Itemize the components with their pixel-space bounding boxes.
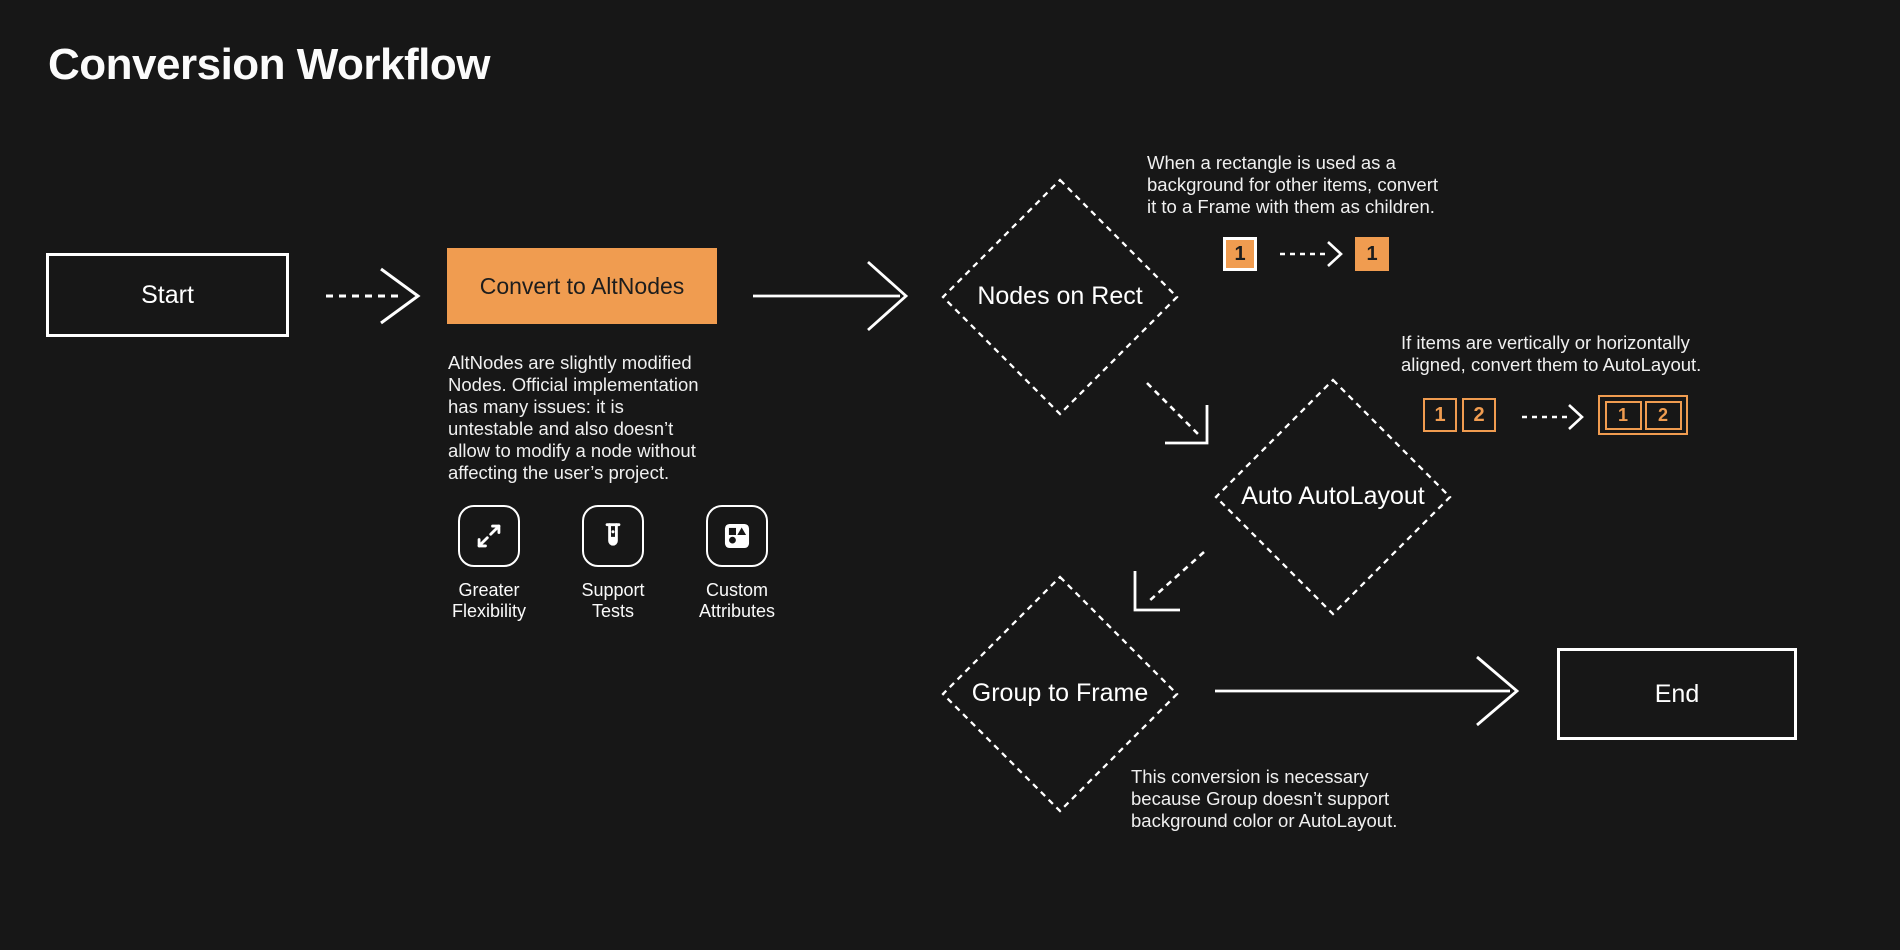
item-2-square: 2	[1462, 398, 1496, 432]
test-tube-icon	[582, 505, 644, 567]
rect-before-square: 1	[1223, 237, 1257, 271]
autolayout-item-1: 1	[1604, 400, 1642, 430]
start-node-label: Start	[141, 280, 194, 309]
feature-label: Custom Attributes	[698, 580, 776, 621]
convert-to-altnodes-node[interactable]: Convert to AltNodes	[447, 248, 717, 324]
feature-custom-attributes: Custom Attributes	[689, 505, 785, 622]
mini-arrow-items-to-autolayout	[1522, 404, 1584, 430]
feature-label: Greater Flexibility	[451, 580, 526, 621]
arrow-convert-to-nodes-on-rect	[753, 260, 909, 332]
autolayout-container: 1 2	[1598, 395, 1688, 435]
feature-support-tests: Support Tests	[565, 505, 661, 622]
frame-after-square: 1	[1355, 237, 1389, 271]
item-1-square: 1	[1423, 398, 1457, 432]
diamond-nodes-on-rect[interactable]	[941, 178, 1179, 416]
convert-node-label: Convert to AltNodes	[479, 272, 685, 299]
altnodes-note: AltNodes are slightly modified Nodes. Of…	[448, 352, 699, 483]
mini-arrow-rect-to-frame	[1280, 241, 1343, 267]
autolayout-item-2: 2	[1644, 400, 1682, 430]
group-to-frame-note: This conversion is necessary because Gro…	[1131, 766, 1398, 831]
page-title: Conversion Workflow	[48, 40, 490, 89]
arrow-nodes-to-autolayout	[1146, 382, 1209, 445]
shapes-icon	[706, 505, 768, 567]
diamond-auto-autolayout[interactable]	[1214, 378, 1452, 616]
expand-arrows-icon	[458, 505, 520, 567]
nodes-on-rect-label[interactable]: Nodes on Rect	[977, 282, 1143, 310]
end-node[interactable]: End	[1557, 648, 1797, 740]
feature-greater-flexibility: Greater Flexibility	[441, 505, 537, 622]
nodes-on-rect-note: When a rectangle is used as a background…	[1147, 152, 1439, 217]
start-node[interactable]: Start	[46, 253, 289, 337]
auto-autolayout-label[interactable]: Auto AutoLayout	[1241, 482, 1425, 510]
end-node-label: End	[1654, 679, 1700, 708]
diamond-group-to-frame[interactable]	[941, 575, 1179, 813]
arrow-group-to-end	[1215, 655, 1520, 727]
auto-autolayout-note: If items are vertically or horizontally …	[1401, 332, 1702, 375]
arrow-autolayout-to-group	[1133, 551, 1205, 612]
group-to-frame-label[interactable]: Group to Frame	[971, 679, 1149, 707]
altnodes-features: Greater Flexibility Support Tests	[441, 505, 785, 622]
feature-label: Support Tests	[581, 580, 645, 621]
arrow-start-to-convert	[326, 267, 421, 325]
